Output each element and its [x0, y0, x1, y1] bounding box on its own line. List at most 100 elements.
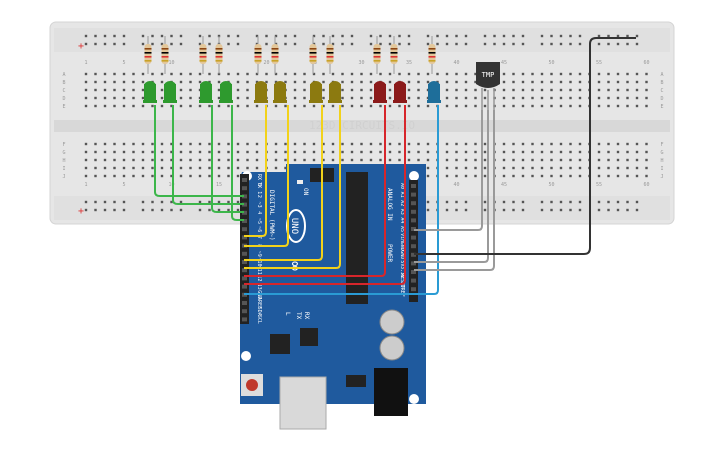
breadboard-hole — [151, 166, 154, 170]
analog-pin[interactable] — [411, 227, 416, 231]
breadboard-hole — [531, 88, 534, 92]
breadboard-hole — [464, 200, 468, 204]
led-dome — [329, 81, 341, 91]
digital-pin[interactable] — [242, 210, 247, 215]
digital-pin[interactable] — [242, 260, 247, 264]
breadboard-hole — [170, 158, 173, 162]
breadboard-hole — [141, 104, 145, 108]
breadboard-hole — [531, 150, 534, 154]
digital-pin[interactable] — [242, 251, 247, 256]
breadboard-hole — [284, 34, 287, 38]
resistor-band — [215, 56, 223, 58]
analog-pin[interactable] — [411, 201, 416, 206]
wire-black[interactable] — [414, 37, 636, 255]
breadboard-hole — [512, 150, 515, 154]
digital-pin[interactable] — [242, 235, 247, 240]
breadboard-hole — [246, 88, 249, 92]
digital-pin[interactable] — [242, 284, 247, 289]
analog-pin[interactable] — [411, 261, 416, 266]
wire-yellow-1[interactable] — [244, 105, 267, 237]
analog-pin[interactable] — [411, 270, 416, 274]
wire-gray-1[interactable] — [414, 110, 483, 231]
breadboard-hole — [360, 88, 363, 92]
breadboard-hole — [132, 80, 135, 84]
analog-pin[interactable] — [411, 287, 416, 292]
breadboard-hole — [645, 88, 648, 92]
wire-red-2[interactable] — [244, 105, 406, 285]
digital-pin[interactable] — [242, 186, 247, 191]
breadboard-hole — [141, 158, 145, 162]
wire-yellow-4[interactable] — [244, 105, 341, 269]
breadboard-hole — [103, 142, 107, 146]
breadboard-hole — [160, 200, 164, 204]
breadboard-hole — [217, 96, 221, 100]
digital-pin[interactable] — [242, 309, 247, 314]
breadboard-hole — [550, 150, 553, 154]
digital-pin[interactable] — [242, 178, 247, 182]
analog-pin[interactable] — [411, 209, 416, 214]
digital-pin[interactable] — [242, 227, 247, 232]
resistor — [390, 36, 398, 74]
breadboard-hole — [141, 80, 145, 84]
breadboard-hole — [569, 34, 572, 38]
breadboard-hole — [160, 208, 164, 212]
analog-pin[interactable] — [411, 278, 416, 283]
breadboard-hole — [284, 80, 287, 84]
wire-yellow-3[interactable] — [244, 105, 323, 261]
breadboard-hole — [236, 174, 240, 178]
analog-pin[interactable] — [411, 235, 416, 240]
breadboard-hole — [635, 142, 639, 146]
breadboard-hole — [274, 166, 278, 170]
breadboard-hole — [322, 142, 325, 146]
breadboard-hole — [341, 72, 344, 76]
reset-button[interactable] — [246, 379, 258, 391]
wire-green-2[interactable] — [172, 105, 244, 205]
breadboard-hole — [208, 200, 211, 204]
analog-pin-label: A0 — [399, 183, 405, 189]
breadboard-hole — [455, 88, 458, 92]
breadboard-hole — [369, 150, 373, 154]
digital-pin[interactable] — [242, 219, 247, 223]
analog-pin[interactable] — [411, 184, 416, 188]
wire-green-1[interactable] — [154, 105, 244, 197]
breadboard-hole — [521, 142, 525, 146]
breadboard-hole — [208, 42, 211, 46]
breadboard-hole — [179, 96, 183, 100]
wire-green-4[interactable] — [231, 105, 244, 221]
breadboard-hole — [398, 150, 401, 154]
breadboard-hole — [578, 208, 582, 212]
digital-pin[interactable] — [242, 301, 247, 305]
wire-green-3[interactable] — [211, 105, 244, 213]
breadboard-hole — [512, 88, 515, 92]
digital-pin[interactable] — [242, 202, 247, 207]
breadboard-hole — [512, 80, 515, 84]
breadboard-hole — [445, 150, 449, 154]
breadboard-hole — [170, 42, 173, 46]
breadboard-hole — [626, 200, 629, 204]
breadboard-hole — [360, 104, 363, 108]
breadboard-hole — [502, 104, 506, 108]
resistor-band — [373, 48, 381, 50]
breadboard-hole — [122, 88, 126, 92]
breadboard-hole — [208, 142, 211, 146]
analog-pin[interactable] — [411, 252, 416, 257]
wire-yellow-2[interactable] — [244, 105, 289, 247]
breadboard-hole — [635, 200, 639, 204]
wire-blue[interactable] — [244, 105, 439, 295]
wire-gray-2[interactable] — [414, 110, 489, 263]
analog-pin[interactable] — [411, 244, 416, 249]
breadboard-hole — [198, 158, 202, 162]
breadboard-hole — [597, 142, 601, 146]
digital-pin[interactable] — [242, 268, 247, 273]
analog-pin[interactable] — [411, 192, 416, 197]
analog-pin[interactable] — [411, 218, 416, 223]
led-dome — [220, 81, 232, 91]
breadboard-hole — [189, 166, 192, 170]
wire-gray-3[interactable] — [414, 110, 495, 271]
digital-pin[interactable] — [242, 317, 247, 322]
digital-pin[interactable] — [242, 194, 247, 199]
wire-red-1[interactable] — [244, 105, 386, 277]
digital-pin[interactable] — [242, 276, 247, 281]
